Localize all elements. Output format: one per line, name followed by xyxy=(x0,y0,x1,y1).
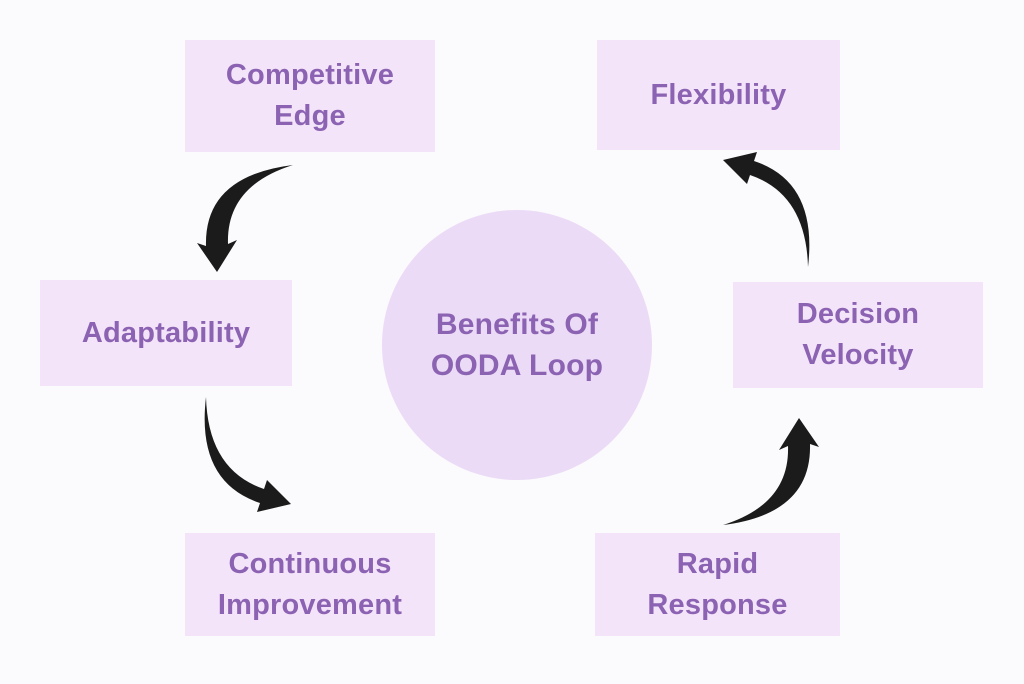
arrow-competitive-edge-to-adaptability xyxy=(197,165,293,272)
node-rapid-response-label: Rapid Response xyxy=(647,547,788,621)
node-decision-velocity: Decision Velocity xyxy=(733,282,983,388)
node-adaptability: Adaptability xyxy=(40,280,292,386)
node-adaptability-label: Adaptability xyxy=(81,316,251,349)
arrow-rapid-response-to-decision-velocity xyxy=(723,418,819,525)
center-title-line2: OODA Loop xyxy=(430,349,604,382)
arrow-adaptability-to-continuous-improvement xyxy=(204,397,291,512)
center-title-line1: Benefits Of xyxy=(435,307,599,341)
node-continuous-improvement-label: Continuous Improvement xyxy=(217,547,403,621)
node-competitive-edge: Competitive Edge xyxy=(185,40,435,152)
node-flexibility-label: Flexibility xyxy=(650,78,787,111)
node-competitive-edge-label: Competitive Edge xyxy=(225,59,395,132)
center-circle: Benefits Of OODA Loop xyxy=(382,210,652,480)
node-flexibility: Flexibility xyxy=(597,40,840,150)
node-decision-velocity-label: Decision Velocity xyxy=(796,298,920,371)
node-continuous-improvement: Continuous Improvement xyxy=(185,533,435,636)
arrow-decision-velocity-to-flexibility xyxy=(723,152,810,267)
node-rapid-response: Rapid Response xyxy=(595,533,840,636)
